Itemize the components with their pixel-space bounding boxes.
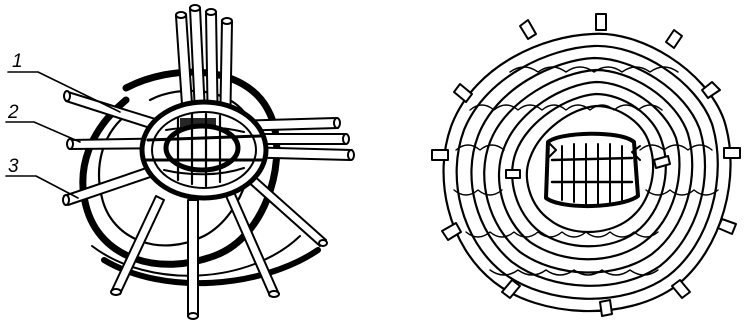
callout-label-1: 1 bbox=[12, 52, 23, 71]
center-hub bbox=[142, 102, 266, 198]
callout-label-2: 2 bbox=[8, 103, 19, 122]
center-core bbox=[546, 134, 640, 206]
weaving-start-figure bbox=[6, 5, 354, 319]
callout-label-3: 3 bbox=[8, 157, 19, 176]
woven-base-figure bbox=[432, 14, 740, 316]
callout-leaders bbox=[6, 72, 120, 198]
